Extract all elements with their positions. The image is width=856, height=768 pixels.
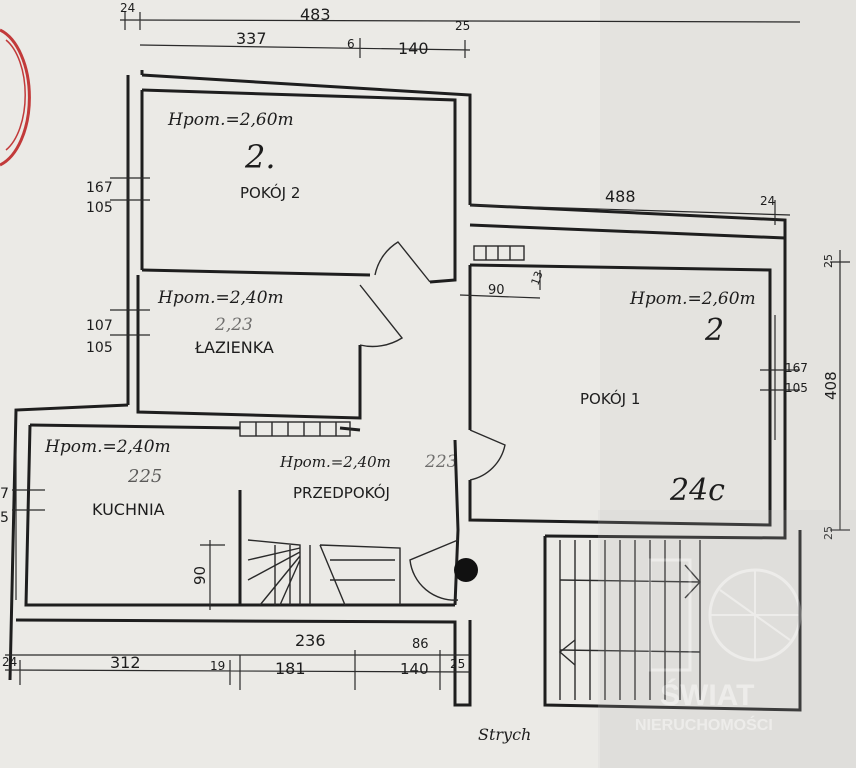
lazienka-name: ŁAZIENKA [194, 338, 274, 357]
dim-bottom-140: 140 [400, 660, 429, 678]
dim-top-mid: 6 [347, 37, 355, 51]
paper-shade [600, 0, 856, 768]
lazienka-area-mark: 2,23 [214, 315, 253, 335]
przedpokoj-area-mark: 223 [424, 452, 457, 472]
doors [359, 241, 506, 601]
dim-right-small-top: 25 [822, 254, 835, 268]
dim-right-top: 488 [605, 187, 636, 206]
dim-pokoj1-side-b: 105 [785, 381, 808, 395]
dim-bottom-25: 25 [450, 657, 465, 671]
inner-stairs [247, 539, 401, 606]
dim-side-2-a: 167 [86, 180, 113, 196]
pokoj1-number: 2 [704, 313, 724, 348]
kuchnia-area-mark: 225 [127, 466, 162, 487]
przedpokoj-height: Hpom.=2,40m [279, 453, 391, 471]
walls [8, 70, 802, 712]
dim-bottom-181: 181 [275, 659, 306, 678]
dim-small-90-pokoj: 90 [488, 283, 505, 298]
dim-top-right: 140 [398, 39, 429, 58]
chimney-dot [454, 558, 478, 582]
dim-pokoj1-side-a: 167 [785, 361, 808, 375]
dim-bottom-19: 19 [210, 659, 225, 673]
pokoj2-number: 2. [244, 138, 276, 176]
kuchnia-height: Hpom.=2,40m [44, 437, 171, 457]
dim-right-small-bottom: 25 [822, 526, 835, 540]
pokoj1-area-mark: 24c [669, 473, 725, 508]
dim-top-total: 483 [300, 5, 331, 24]
pokoj1-height: Hpom.=2,60m [629, 289, 756, 309]
dim-bottom-236: 236 [295, 631, 326, 650]
dim-stair-90: 90 [191, 566, 209, 585]
stamp-fragment [0, 28, 31, 167]
dim-small-13: 13 [529, 269, 546, 287]
przedpokoj-name: PRZEDPOKÓJ [293, 483, 390, 502]
dim-top-left-wall: 24 [120, 1, 135, 15]
dim-right-top-wall: 24 [760, 194, 775, 208]
dim-side-kuchnia-b: 5 [0, 510, 9, 526]
dimension-lines [4, 12, 850, 690]
pokoj2-name: POKÓJ 2 [240, 183, 300, 202]
watermark: ŚWIAT NIERUCHOMOŚCI [598, 510, 856, 768]
dim-top-right-wall: 25 [455, 19, 470, 33]
stamp-inner-ring [5, 39, 26, 151]
watermark-line1: ŚWIAT [660, 678, 754, 712]
staircase [558, 540, 701, 700]
kuchnia-name: KUCHNIA [92, 500, 165, 519]
dim-bottom-86: 86 [412, 637, 429, 652]
pokoj2-height: Hpom.=2,60m [167, 110, 294, 130]
dim-bottom-left-wall: 24 [2, 655, 17, 669]
dim-side-kuchnia-a: 7 [0, 486, 9, 502]
pokoj1-name: POKÓJ 1 [580, 389, 640, 408]
dim-side-lazienka-b: 105 [86, 340, 113, 356]
dim-right-height: 408 [822, 371, 840, 400]
lazienka-height: Hpom.=2,40m [157, 288, 284, 308]
attic-label: Strych [478, 725, 531, 744]
dim-bottom-312: 312 [110, 653, 141, 672]
vent-blocks [239, 245, 525, 437]
watermark-line2: NIERUCHOMOŚCI [635, 715, 773, 734]
dim-side-lazienka-a: 107 [86, 318, 113, 334]
dim-top-left: 337 [236, 29, 267, 48]
dim-side-2-b: 105 [86, 200, 113, 216]
